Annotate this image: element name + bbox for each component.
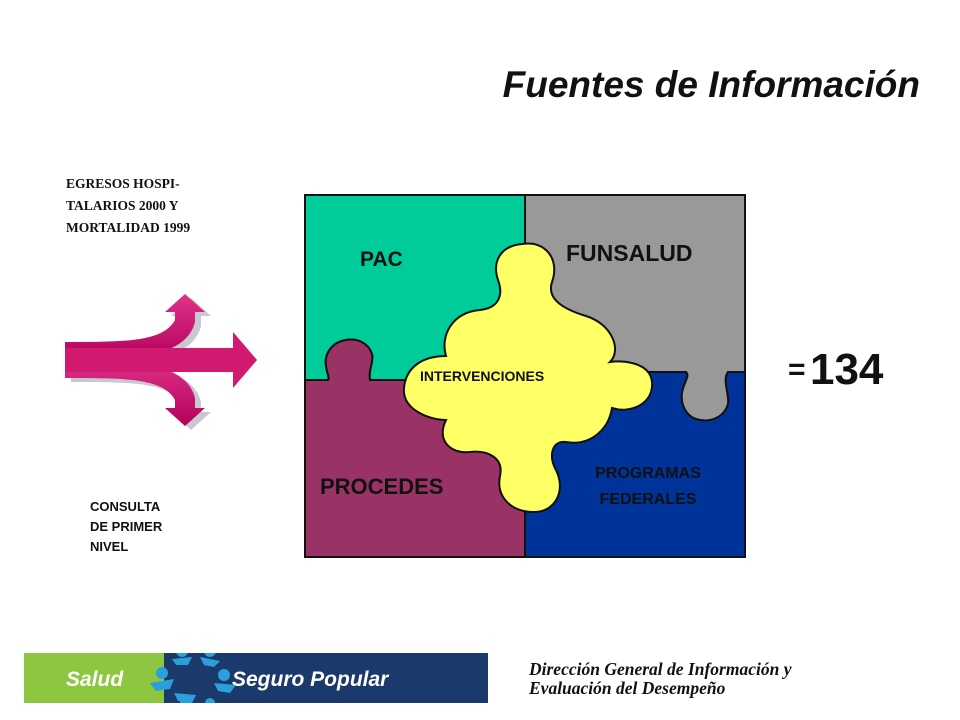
source-hospital-discharges: EGRESOS HOSPI- TALARIOS 2000 Y MORTALIDA… [66,173,190,239]
source-line: NIVEL [90,539,129,554]
source-line: CONSULTA [90,499,161,514]
total-count: = 134 [788,345,883,395]
label-line: FEDERALES [599,491,697,508]
label-funsalud: FUNSALUD [566,240,693,266]
logo-word-seguro-popular: Seguro Popular [232,668,390,691]
source-line: TALARIOS 2000 Y [66,198,179,213]
label-intervenciones: INTERVENCIONES [420,368,545,384]
source-line: MORTALIDAD 1999 [66,220,191,235]
label-procedes: PROCEDES [320,474,444,499]
page-title: Fuentes de Información [502,64,920,105]
label-pac: PAC [360,248,403,271]
seguro-popular-logo: Salud Seguro Popular [24,653,488,703]
label-programas-federales: PROGRAMAS FEDERALES [558,461,738,513]
credit-line: Evaluación del Desempeño [529,678,726,698]
people-figures-icon [150,653,236,703]
total-value: 134 [809,345,884,394]
credit-line: Dirección General de Información y [529,659,792,679]
credit-text: Dirección General de Información y Evalu… [529,660,791,698]
puzzle-piece-intervenciones [402,242,654,514]
source-line: DE PRIMER [90,519,163,534]
source-line: EGRESOS HOSPI- [66,176,180,191]
equals-sign: = [788,353,806,386]
logo-word-salud: Salud [66,668,124,691]
source-primary-care: CONSULTA DE PRIMER NIVEL [90,497,162,557]
label-line: PROGRAMAS [595,465,701,482]
merge-arrows-icon [65,294,257,430]
